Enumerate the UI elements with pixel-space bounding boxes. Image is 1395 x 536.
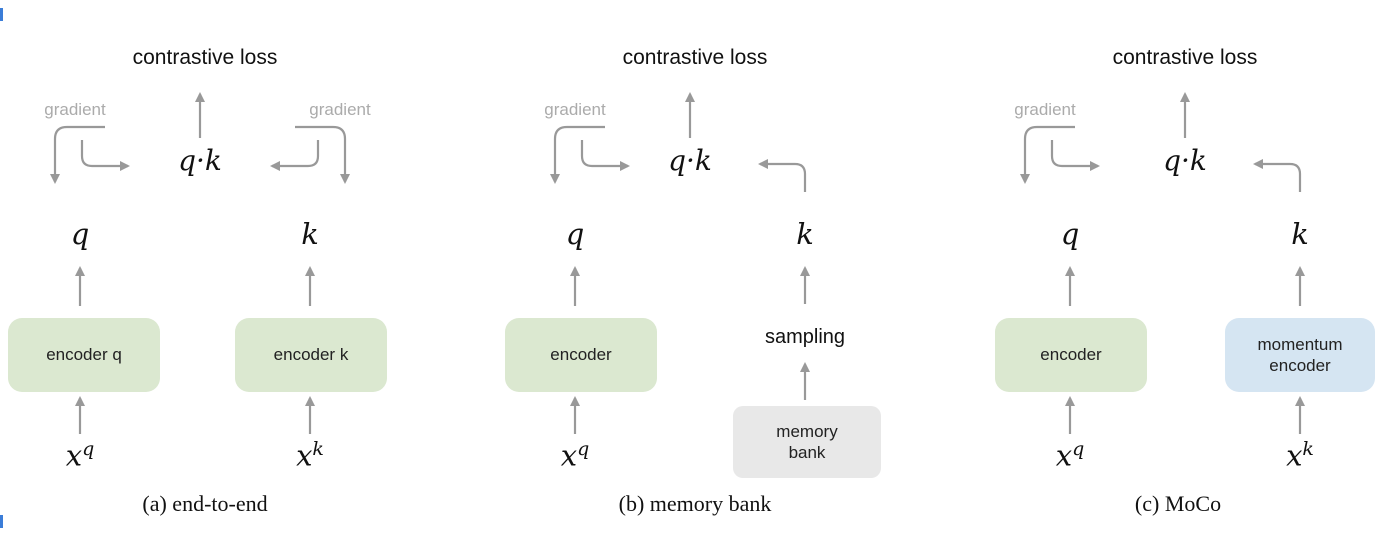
gradient-label-right: gradient <box>309 100 371 119</box>
input-xk-label: xk <box>296 438 324 473</box>
contrastive-loss-label: contrastive loss <box>622 46 768 69</box>
xq-sup: q <box>1072 438 1085 460</box>
q-label: q <box>1060 217 1080 251</box>
momentum-encoder-box: momentum encoder <box>1225 318 1375 392</box>
arrow-k-to-similarity <box>757 158 807 192</box>
encoder-k-box-label: encoder k <box>273 345 349 365</box>
input-xq-label: xq <box>561 438 590 473</box>
xq-base: x <box>1055 438 1073 473</box>
panel-moco: contrastive loss gradient q·k q k encode… <box>930 0 1395 536</box>
xq-sup: q <box>82 438 95 460</box>
similarity-label: q·k <box>1163 144 1207 177</box>
k-label: k <box>796 217 814 251</box>
arrow-gradient-left-right <box>1050 140 1101 172</box>
panel-c-caption: (c) MoCo <box>1134 491 1222 516</box>
k-label: k <box>301 217 319 251</box>
panel-a-caption: (a) end-to-end <box>142 491 268 516</box>
encoder-k-box: encoder k <box>235 318 387 392</box>
encoder-q-box-label: encoder q <box>46 345 122 365</box>
panel-b-caption: (b) memory bank <box>618 491 772 516</box>
encoder-box: encoder <box>995 318 1147 392</box>
input-xq-label: xq <box>66 438 95 473</box>
similarity-label: q·k <box>178 144 222 177</box>
arrow-gradient-left-right <box>80 140 131 172</box>
input-xk-label: xk <box>1286 438 1314 473</box>
encoder-q-box: encoder q <box>8 318 160 392</box>
arrow-gradient-left-down <box>549 125 605 185</box>
panel-memory-bank: contrastive loss gradient q·k q k encode… <box>465 0 930 536</box>
page-edge-artifact-top <box>0 8 3 21</box>
xk-sup: k <box>1302 438 1314 460</box>
momentum-encoder-line1: momentum <box>1257 334 1343 354</box>
memory-bank-line2: bank <box>788 443 826 462</box>
gradient-label-left: gradient <box>44 100 106 119</box>
input-xq-label: xq <box>1056 438 1085 473</box>
panel-end-to-end: contrastive loss gradient gradient q·k q… <box>0 0 465 536</box>
xq-base: x <box>65 438 83 473</box>
panel-b-arrows <box>549 91 811 434</box>
xk-base: x <box>296 438 313 473</box>
k-label: k <box>1291 217 1309 251</box>
contrastive-loss-label: contrastive loss <box>132 46 278 69</box>
arrow-gradient-left-right <box>580 140 631 172</box>
gradient-label-left: gradient <box>544 100 606 119</box>
panel-a-arrows <box>49 91 351 434</box>
contrastive-loss-label: contrastive loss <box>1112 46 1258 69</box>
memory-bank-line1: memory <box>776 421 838 441</box>
xk-base: x <box>1286 438 1303 473</box>
q-label: q <box>565 217 585 251</box>
encoder-box-label: encoder <box>550 345 612 365</box>
arrow-gradient-left-down <box>1019 125 1075 185</box>
arrow-gradient-right-down <box>295 125 351 185</box>
arrow-k-to-similarity <box>1252 158 1302 192</box>
panel-c-arrows <box>1019 91 1306 434</box>
momentum-encoder-line2: encoder <box>1269 356 1331 375</box>
xq-sup: q <box>577 438 590 460</box>
encoder-box-label: encoder <box>1040 345 1102 365</box>
encoder-box: encoder <box>505 318 657 392</box>
sampling-label: sampling <box>764 326 846 348</box>
xq-base: x <box>560 438 578 473</box>
memory-bank-box: memory bank <box>733 406 881 478</box>
similarity-label: q·k <box>668 144 712 177</box>
q-label: q <box>70 217 90 251</box>
gradient-label-left: gradient <box>1014 100 1076 119</box>
xk-sup: k <box>312 438 324 460</box>
page-edge-artifact-bottom <box>0 515 3 528</box>
arrow-gradient-right-left <box>269 140 320 172</box>
arrow-gradient-left-down <box>49 125 105 185</box>
